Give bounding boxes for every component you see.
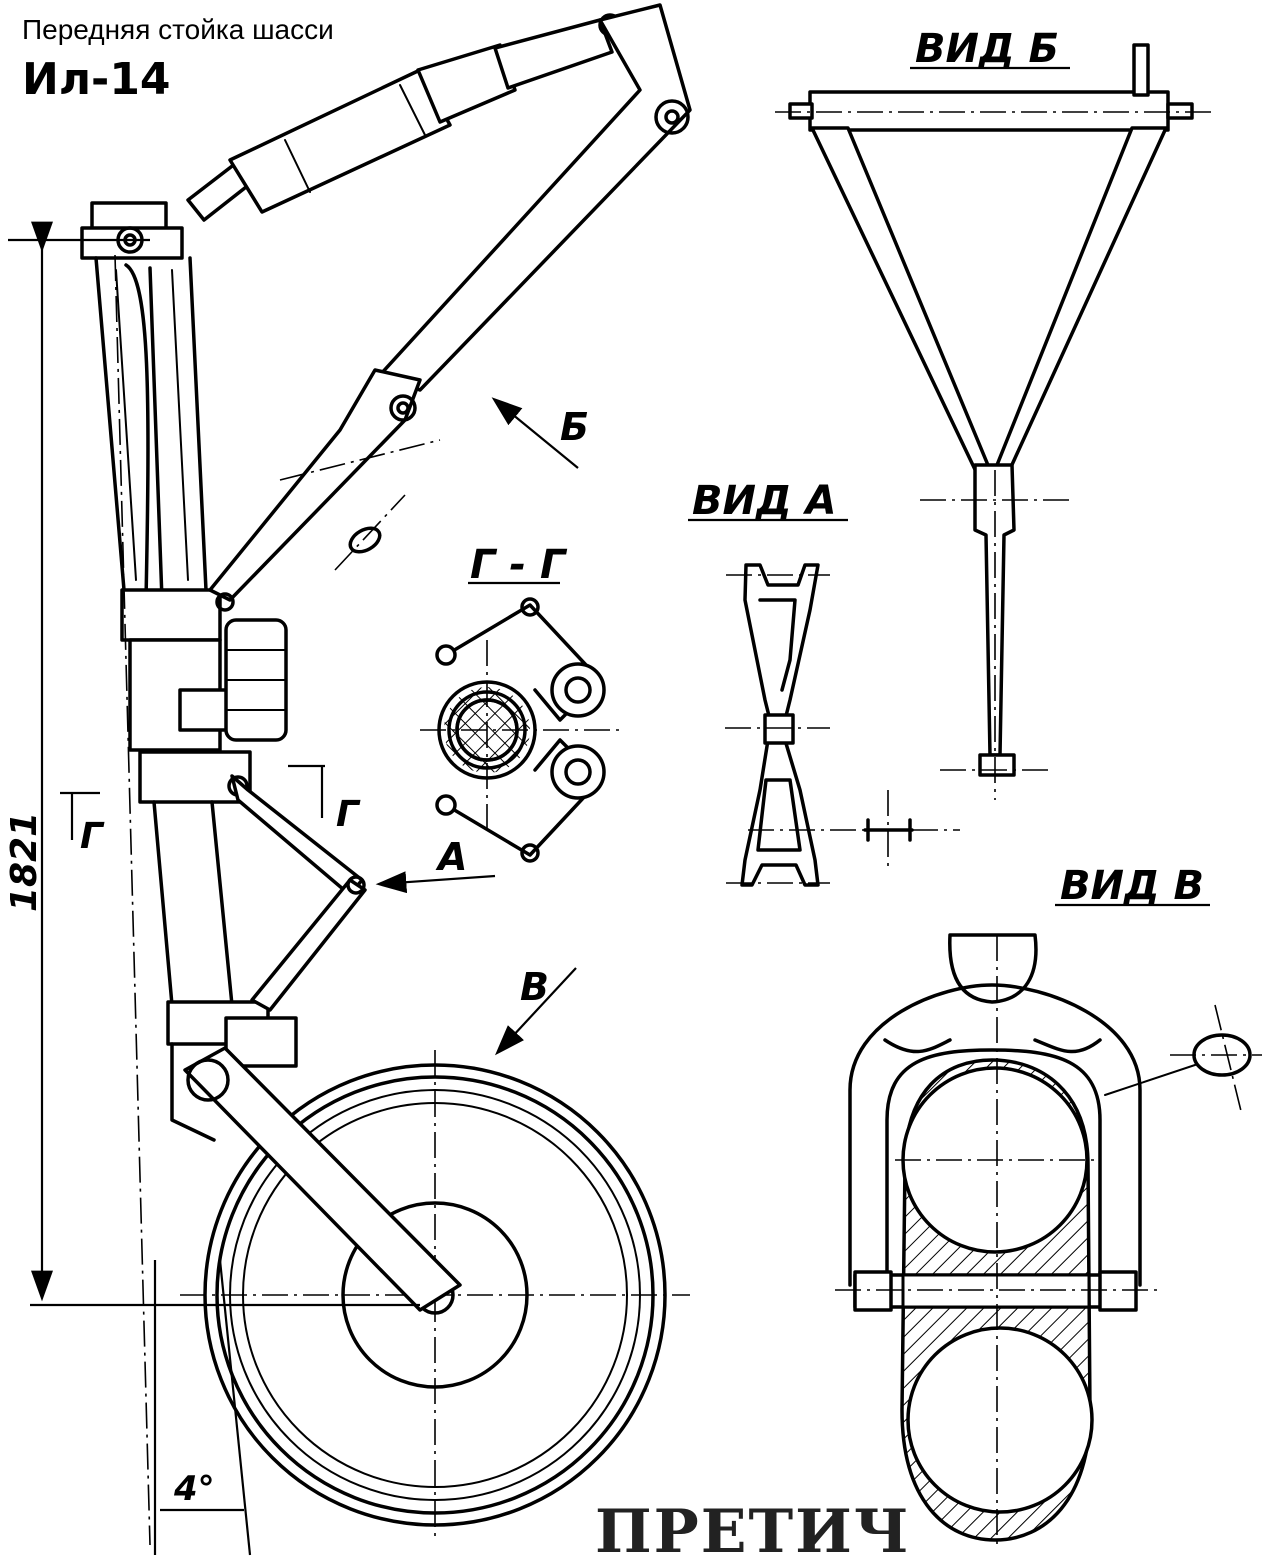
drawing-title: Передняя стойка шасси bbox=[22, 14, 334, 45]
arrow-v-label: В bbox=[520, 965, 549, 1009]
section-mark-left: Г bbox=[80, 816, 105, 857]
view-b-title: ВИД Б bbox=[915, 26, 1059, 72]
view-v bbox=[835, 903, 1262, 1545]
nose-wheel bbox=[180, 1046, 690, 1540]
dimension-lines bbox=[8, 221, 420, 1556]
view-b bbox=[775, 43, 1215, 800]
arrow-a-label: А bbox=[435, 835, 467, 879]
section-mark-right: Г bbox=[336, 794, 361, 835]
view-arrows bbox=[375, 397, 579, 1056]
section-marks bbox=[60, 764, 325, 840]
torque-link bbox=[230, 774, 367, 1012]
view-a bbox=[688, 518, 960, 887]
actuator-cylinder bbox=[186, 13, 622, 222]
angle-dimension: 4° bbox=[173, 1469, 215, 1509]
height-dimension: 1821 bbox=[4, 812, 45, 912]
section-gg-view bbox=[420, 581, 620, 863]
section-gg-title: Г - Г bbox=[470, 542, 568, 588]
aircraft-model: Ил-14 bbox=[22, 54, 171, 105]
watermark-stamp: ПРЕТИЧ bbox=[595, 1497, 911, 1563]
drag-brace bbox=[208, 3, 692, 612]
view-a-title: ВИД А bbox=[692, 478, 836, 524]
view-v-title: ВИД В bbox=[1060, 863, 1204, 909]
arrow-b-label: Б bbox=[560, 405, 589, 449]
